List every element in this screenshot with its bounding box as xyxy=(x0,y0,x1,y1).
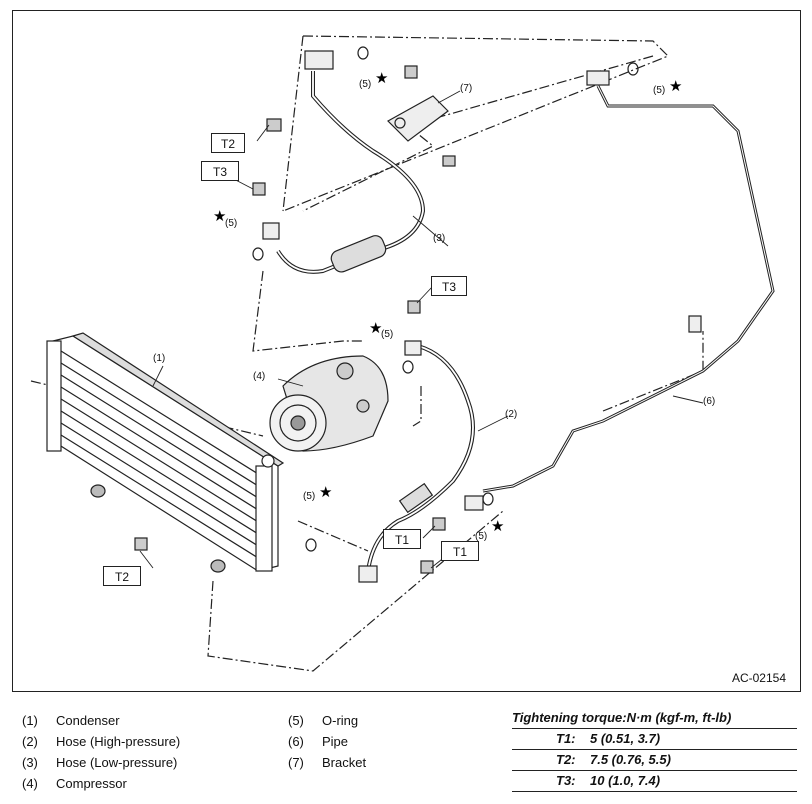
torque-box-t3: T3 xyxy=(431,276,467,296)
legend-left: (1)Condenser (2)Hose (High-pressure) (3)… xyxy=(22,710,180,794)
legend-item: (3)Hose (Low-pressure) xyxy=(22,755,178,770)
label-oring-4: (5) xyxy=(381,329,394,340)
torque-box-t2: T2 xyxy=(103,566,141,586)
label-oring-1: (5) xyxy=(359,79,372,90)
low-pressure-hose-drawing xyxy=(262,50,426,274)
label-hose-low: (3) xyxy=(433,233,446,244)
torque-row: T3:10 (1.0, 7.4) xyxy=(512,771,797,792)
pipe-drawing xyxy=(464,70,775,511)
compressor-drawing xyxy=(269,355,389,452)
o-rings xyxy=(252,46,639,552)
legend-item: (2)Hose (High-pressure) xyxy=(22,734,181,749)
label-oring-3: (5) xyxy=(225,218,238,229)
legend-item: (7)Bracket xyxy=(288,755,367,770)
svg-text:★: ★ xyxy=(669,78,682,95)
svg-text:★: ★ xyxy=(319,484,332,501)
label-oring-2: (5) xyxy=(653,85,666,96)
legend-item: (4)Compressor xyxy=(22,776,127,791)
bolts xyxy=(134,65,456,574)
label-bracket: (7) xyxy=(460,83,473,94)
label-oring-5: (5) xyxy=(303,491,316,502)
star-icons: ★ ★ ★ ★ ★ ★ xyxy=(213,70,682,535)
legend-item: (5)O-ring xyxy=(288,713,359,728)
svg-text:★: ★ xyxy=(213,208,226,225)
legend-middle: (5)O-ring (6)Pipe (7)Bracket xyxy=(288,710,366,773)
legend-item: (1)Condenser xyxy=(22,713,120,728)
torque-box-t2: T2 xyxy=(211,133,245,153)
figure-code: AC-02154 xyxy=(731,671,786,685)
label-oring-6: (5) xyxy=(475,531,488,542)
label-pipe: (6) xyxy=(703,396,716,407)
torque-title: Tightening torque:N·m (kgf-m, ft-lb) xyxy=(512,708,797,729)
svg-text:★: ★ xyxy=(375,70,388,87)
bracket-drawing xyxy=(387,95,449,142)
svg-text:★: ★ xyxy=(369,320,382,337)
condenser-drawing xyxy=(46,332,285,573)
diagram-frame: ★ ★ ★ ★ ★ ★ (1) (2) (3) (4) (6) (7) (5) … xyxy=(12,10,801,692)
torque-box-t1: T1 xyxy=(383,529,421,549)
torque-table: Tightening torque:N·m (kgf-m, ft-lb) T1:… xyxy=(512,708,797,792)
svg-text:★: ★ xyxy=(491,518,504,535)
torque-box-t3: T3 xyxy=(201,161,239,181)
torque-box-t1: T1 xyxy=(441,541,479,561)
high-pressure-hose-drawing xyxy=(358,340,475,583)
label-condenser: (1) xyxy=(153,353,166,364)
torque-row: T1:5 (0.51, 3.7) xyxy=(512,729,797,750)
exploded-view-drawing: ★ ★ ★ ★ ★ ★ xyxy=(30,35,775,672)
torque-row: T2:7.5 (0.76, 5.5) xyxy=(512,750,797,771)
legend-item: (6)Pipe xyxy=(288,734,349,749)
label-hose-high: (2) xyxy=(505,409,518,420)
label-compressor: (4) xyxy=(253,371,266,382)
